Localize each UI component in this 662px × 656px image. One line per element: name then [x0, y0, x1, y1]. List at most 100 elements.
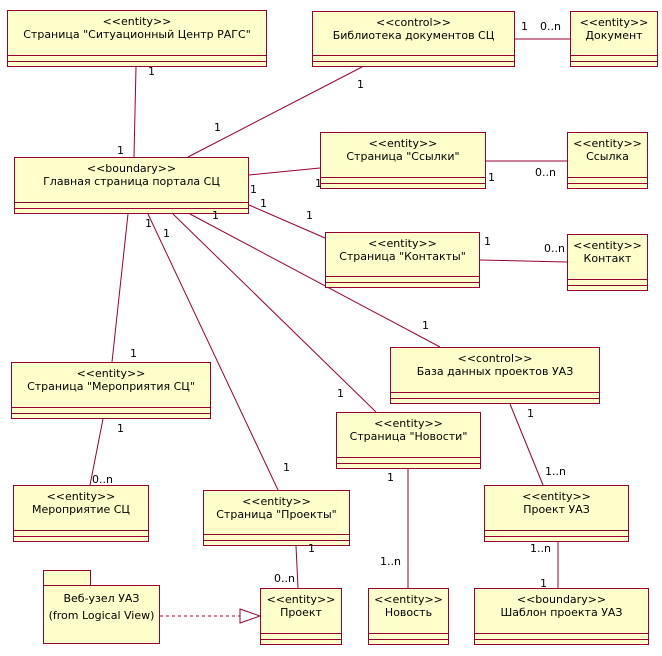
multiplicity-label: 1: [337, 387, 344, 400]
class-name: Страница "Мероприятия СЦ": [27, 380, 195, 393]
multiplicity-label: 0..n: [540, 20, 561, 33]
assoc-main-events: [111, 213, 129, 363]
class-contacts-page[interactable]: <<entity>> Страница "Контакты": [325, 232, 480, 288]
class-stereotype: <<entity>>: [76, 367, 146, 380]
class-project[interactable]: <<entity>> Проект: [260, 588, 342, 645]
multiplicity-label: 1: [283, 461, 290, 474]
package-name: Веб-узел УАЗ: [63, 592, 140, 605]
class-projects-page[interactable]: <<entity>> Страница "Проекты": [203, 490, 350, 546]
class-news[interactable]: <<entity>> Новость: [368, 588, 449, 645]
class-link[interactable]: <<entity>> Ссылка: [567, 132, 648, 189]
class-name: Библиотека документов СЦ: [332, 29, 495, 42]
multiplicity-label: 1: [357, 78, 364, 91]
class-stereotype: <<entity>>: [579, 16, 649, 29]
multiplicity-label: 1: [315, 177, 322, 190]
assoc-main-projects: [147, 213, 279, 491]
multiplicity-label: 1: [387, 471, 394, 484]
multiplicity-label: 1: [214, 121, 221, 134]
multiplicity-label: 0..n: [274, 572, 295, 585]
multiplicity-label: 1..n: [545, 465, 566, 478]
multiplicity-label: 1: [540, 577, 547, 590]
multiplicity-label: 1..n: [380, 555, 401, 568]
class-stereotype: <<entity>>: [46, 490, 116, 503]
multiplicity-label: 1: [145, 217, 152, 230]
class-projects-database[interactable]: <<control>> База данных проектов УАЗ: [390, 347, 600, 404]
package-subtitle: (from Logical View): [48, 609, 155, 622]
class-name: Новость: [384, 606, 433, 619]
class-main-portal-page[interactable]: <<boundary>> Главная страница портала СЦ: [14, 157, 249, 214]
multiplicity-label: 1: [306, 209, 313, 222]
multiplicity-label: 1: [484, 235, 491, 248]
assoc-projectsdb-uazproject: [509, 403, 544, 486]
class-name: Страница "Контакты": [339, 250, 466, 263]
multiplicity-label: 0..n: [544, 242, 565, 255]
class-stereotype: <<entity>>: [368, 237, 437, 250]
multiplicity-label: 1: [212, 209, 219, 222]
package-tab: [43, 570, 91, 586]
class-sitcenter-page[interactable]: <<entity>> Страница "Ситуационный Центр …: [7, 10, 267, 67]
assoc-events-event: [89, 418, 104, 486]
class-stereotype: <<entity>>: [573, 239, 642, 252]
multiplicity-label: 1: [521, 20, 528, 33]
class-uaz-project[interactable]: <<entity>> Проект УАЗ: [484, 485, 629, 542]
class-name: Страница "Проекты": [216, 508, 337, 521]
class-uaz-project-template[interactable]: <<boundary>> Шаблон проекта УАЗ: [474, 588, 649, 645]
class-name: База данных проектов УАЗ: [416, 365, 574, 378]
class-contact[interactable]: <<entity>> Контакт: [567, 234, 648, 291]
multiplicity-label: 1: [488, 171, 495, 184]
class-stereotype: <<entity>>: [242, 495, 311, 508]
multiplicity-label: 1: [117, 422, 124, 435]
class-stereotype: <<entity>>: [266, 593, 336, 606]
assoc-library-main: [187, 66, 363, 158]
class-stereotype: <<boundary>>: [516, 593, 607, 606]
assoc-projects-project: [295, 545, 299, 589]
class-name: Документ: [585, 29, 643, 42]
class-document[interactable]: <<entity>> Документ: [570, 11, 658, 67]
assoc-main-links: [248, 167, 321, 176]
class-name: Страница "Ситуационный Центр РАГС": [23, 28, 251, 41]
multiplicity-label: 1: [117, 144, 124, 157]
class-name: Страница "Ссылки": [346, 150, 460, 163]
class-stereotype: <<control>>: [457, 352, 533, 365]
multiplicity-label: 1: [163, 227, 170, 240]
multiplicity-label: 1: [422, 319, 429, 332]
class-document-library[interactable]: <<control>> Библиотека документов СЦ: [312, 11, 515, 67]
multiplicity-label: 1: [527, 407, 534, 420]
class-name: Ссылка: [586, 150, 629, 163]
class-name: Шаблон проекта УАЗ: [500, 606, 623, 619]
multiplicity-label: 1: [250, 183, 257, 196]
class-stereotype: <<boundary>>: [86, 162, 177, 175]
class-name: Главная страница портала СЦ: [43, 175, 220, 188]
multiplicity-label: 1..n: [530, 542, 551, 555]
class-name: Мероприятие СЦ: [32, 503, 130, 516]
multiplicity-label: 0..n: [535, 166, 556, 179]
class-name: Проект: [280, 606, 322, 619]
multiplicity-label: 1: [260, 197, 267, 210]
multiplicity-label: 1: [148, 65, 155, 78]
multiplicity-label: 1: [308, 542, 315, 555]
generalization-arrowhead: [239, 608, 262, 624]
multiplicity-label: 0..n: [92, 473, 113, 486]
class-stereotype: <<entity>>: [368, 137, 438, 150]
package-web-node-uaz[interactable]: Веб-узел УАЗ (from Logical View): [43, 585, 160, 644]
assoc-contacts-contact: [479, 259, 568, 263]
class-stereotype: <<entity>>: [522, 490, 591, 503]
class-name: Проект УАЗ: [523, 503, 590, 516]
class-stereotype: <<control>>: [376, 16, 451, 29]
assoc-main-projectsdb: [189, 213, 441, 348]
class-stereotype: <<entity>>: [374, 593, 443, 606]
class-stereotype: <<entity>>: [573, 137, 642, 150]
class-stereotype: <<entity>>: [102, 15, 172, 28]
class-events-page[interactable]: <<entity>> Страница "Мероприятия СЦ": [11, 362, 211, 419]
class-news-page[interactable]: <<entity>> Страница "Новости": [336, 412, 481, 469]
class-event[interactable]: <<entity>> Мероприятие СЦ: [13, 485, 149, 542]
assoc-sitcenter-main: [133, 66, 137, 158]
class-name: Страница "Новости": [349, 430, 468, 443]
class-stereotype: <<entity>>: [374, 417, 443, 430]
assoc-main-news: [172, 213, 377, 413]
class-links-page[interactable]: <<entity>> Страница "Ссылки": [320, 132, 486, 189]
multiplicity-label: 1: [130, 347, 137, 360]
assoc-main-contacts: [248, 204, 326, 239]
class-name: Контакт: [583, 252, 632, 265]
